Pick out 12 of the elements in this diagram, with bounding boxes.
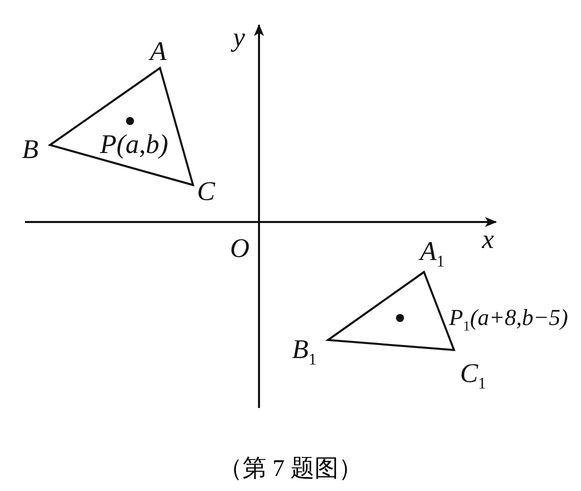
point-label: A$_{1}$ [420, 238, 445, 270]
point-label: C$_{1}$ [460, 360, 486, 392]
point-label: A [150, 38, 166, 65]
point-label: B [22, 136, 38, 163]
axis-label: y [233, 24, 245, 51]
axis-label: x [482, 226, 494, 253]
coordinate-label: P$_{1}$(a+8,b−5) [449, 306, 568, 334]
point-label: B$_{1}$ [292, 336, 317, 368]
caption: （第 7 题图） [218, 456, 362, 482]
point-label: C [197, 178, 216, 205]
coordinate-label: P(a,b) [100, 131, 168, 158]
origin-label: O [230, 235, 250, 262]
